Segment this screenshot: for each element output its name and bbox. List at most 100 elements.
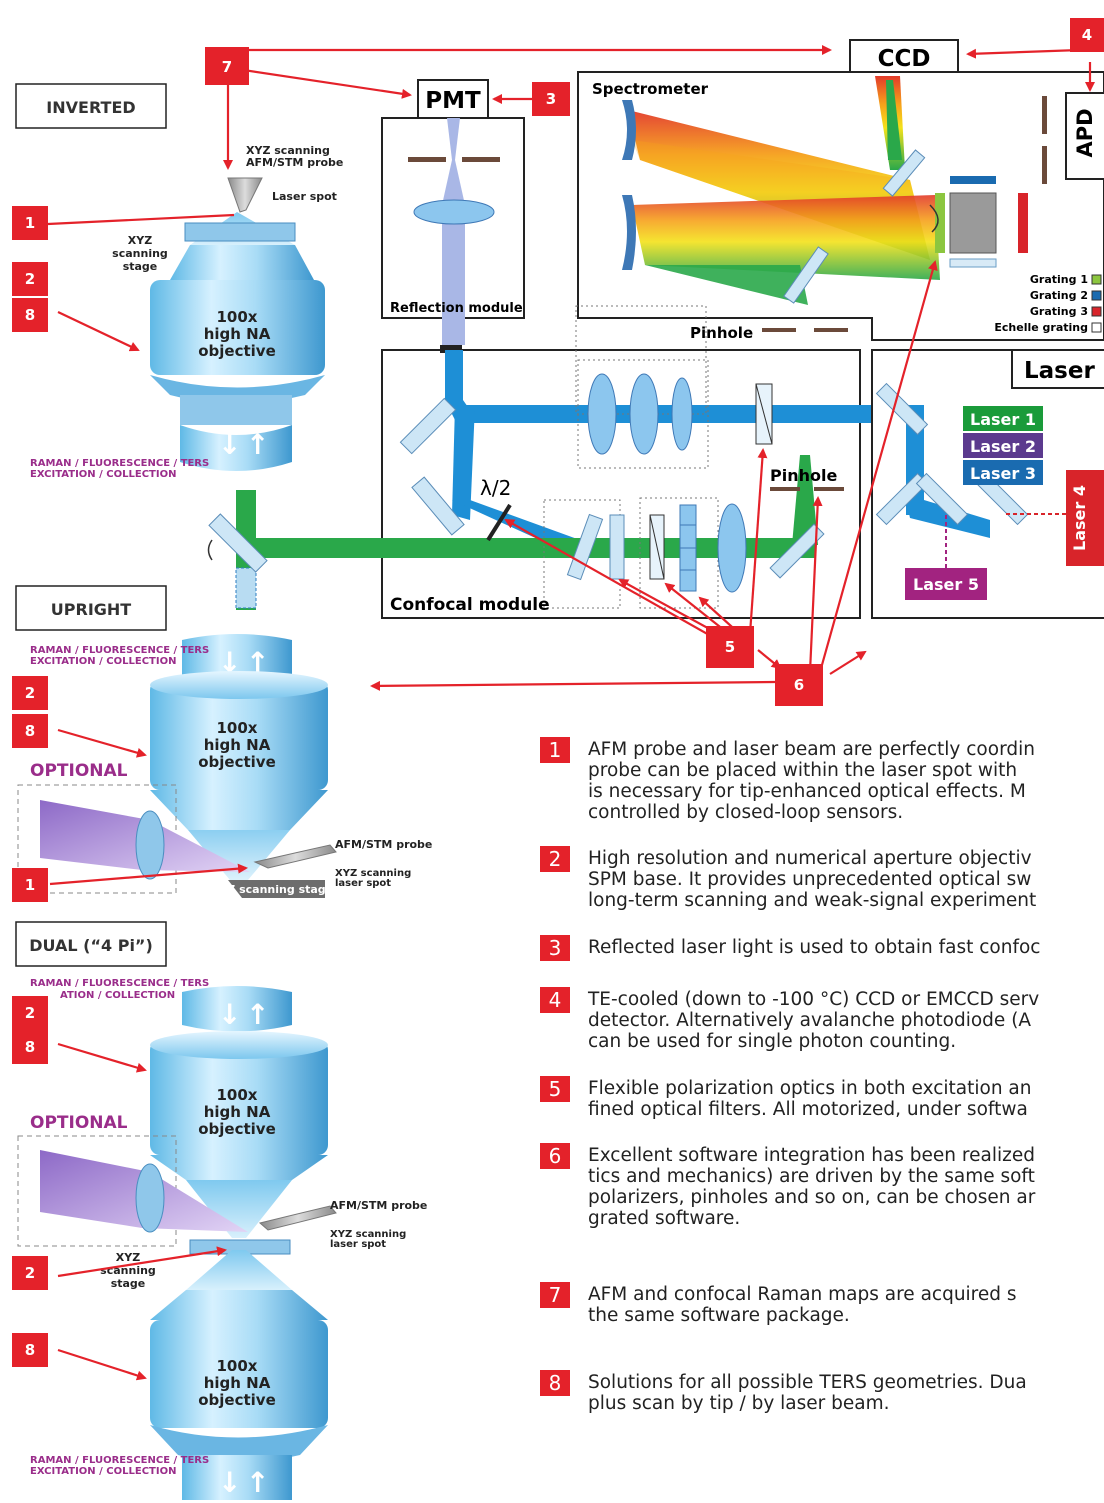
upright-probe-label: AFM/STM probe bbox=[335, 838, 432, 851]
apd-label: APD bbox=[1073, 108, 1097, 157]
legend-number: 8 bbox=[540, 1370, 570, 1396]
svg-text:8: 8 bbox=[25, 722, 35, 740]
spectrometer-label: Spectrometer bbox=[592, 80, 709, 98]
svg-text:↓: ↓ bbox=[218, 646, 241, 679]
mode-dual-label: DUAL (“4 Pi”) bbox=[29, 936, 153, 955]
inv-laser-spot-label: Laser spot bbox=[272, 190, 337, 203]
callout-badges: 7 3 4 1 2 8 5 6 2 8 1 2 8 2 8 bbox=[12, 18, 1104, 1367]
legend-text: TE-cooled (down to -100 °C) CCD or EMCCD… bbox=[588, 989, 1040, 1052]
laser-5 bbox=[905, 568, 987, 600]
legend-text: High resolution and numerical aperture o… bbox=[588, 848, 1037, 911]
svg-text:↑: ↑ bbox=[246, 998, 269, 1031]
optional-upright: OPTIONAL bbox=[17, 761, 250, 894]
svg-text:6: 6 bbox=[794, 676, 804, 694]
legend-number: 3 bbox=[540, 935, 570, 961]
laser-3 bbox=[963, 460, 1043, 485]
laser-module-label: Laser bbox=[1024, 358, 1095, 384]
pinhole-spec-label: Pinhole bbox=[690, 324, 753, 342]
svg-text:2: 2 bbox=[25, 270, 35, 288]
legend-number: 5 bbox=[540, 1076, 570, 1102]
legend-number: 2 bbox=[540, 846, 570, 872]
svg-text:objective: objective bbox=[198, 1391, 276, 1409]
dual-probe-label: AFM/STM probe bbox=[330, 1199, 427, 1212]
svg-text:OPTIONAL: OPTIONAL bbox=[30, 1113, 128, 1133]
svg-text:100x: 100x bbox=[217, 308, 258, 326]
svg-text:↑: ↑ bbox=[246, 428, 269, 461]
svg-text:high NA: high NA bbox=[204, 325, 271, 343]
svg-text:high NA: high NA bbox=[204, 1374, 271, 1392]
laser-4 bbox=[1066, 470, 1104, 566]
svg-text:100x: 100x bbox=[217, 1357, 258, 1375]
ccd-label: CCD bbox=[878, 46, 931, 72]
pmt-label: PMT bbox=[425, 88, 481, 114]
mode-inverted-box bbox=[15, 83, 167, 129]
svg-text:5: 5 bbox=[725, 638, 735, 656]
svg-text:Grating 2: Grating 2 bbox=[1030, 289, 1088, 302]
svg-text:2: 2 bbox=[25, 684, 35, 702]
svg-text:objective: objective bbox=[198, 342, 276, 360]
svg-text:Laser 4: Laser 4 bbox=[1070, 485, 1089, 551]
svg-text:Grating 3: Grating 3 bbox=[1030, 305, 1088, 318]
svg-text:high NA: high NA bbox=[204, 736, 271, 754]
svg-text:Laser 2: Laser 2 bbox=[970, 437, 1036, 456]
svg-text:8: 8 bbox=[25, 306, 35, 324]
legend-text: Solutions for all possible TERS geometri… bbox=[588, 1372, 1027, 1414]
dual-top-objective: ↓ ↑ 100x high NA objective bbox=[150, 986, 337, 1238]
svg-text:Grating 1: Grating 1 bbox=[1030, 273, 1088, 286]
ccd-box bbox=[849, 39, 959, 77]
laser-sources: Laser 1 Laser 2 Laser 3 Laser 4 Laser 5 bbox=[905, 406, 1104, 600]
optional-dual: OPTIONAL bbox=[17, 1113, 248, 1247]
confocal-module-label: Confocal module bbox=[390, 595, 550, 615]
laser-2 bbox=[963, 433, 1043, 458]
svg-text:Laser 1: Laser 1 bbox=[970, 410, 1036, 429]
legend-text: AFM and confocal Raman maps are acquired… bbox=[588, 1284, 1017, 1326]
legend-number: 4 bbox=[540, 987, 570, 1013]
pinhole-conf-label: Pinhole bbox=[770, 466, 837, 485]
mode-upright-label: UPRIGHT bbox=[51, 600, 132, 619]
svg-text:Echelle grating: Echelle grating bbox=[994, 321, 1088, 334]
legend-text: Reflected laser light is used to obtain … bbox=[588, 937, 1041, 958]
svg-text:100x: 100x bbox=[217, 1086, 258, 1104]
dual-bottom-objective: 100x high NA objective ↓ ↑ bbox=[150, 1250, 328, 1500]
inverted-objective: 100x high NA objective ↓ ↑ bbox=[150, 177, 325, 471]
lambda-half-label: λ/2 bbox=[480, 476, 511, 500]
svg-text:100x: 100x bbox=[217, 719, 258, 737]
legend-number: 1 bbox=[540, 737, 570, 763]
svg-text:objective: objective bbox=[198, 753, 276, 771]
svg-text:Laser 5: Laser 5 bbox=[913, 575, 979, 594]
legend-text: Excellent software integration has been … bbox=[588, 1145, 1036, 1229]
svg-text:OPTIONAL: OPTIONAL bbox=[30, 761, 128, 781]
mode-upright-box bbox=[15, 585, 167, 631]
svg-text:7: 7 bbox=[222, 58, 232, 76]
svg-text:high NA: high NA bbox=[204, 1103, 271, 1121]
reflection-module-label: Reflection module bbox=[390, 301, 523, 316]
svg-text:2: 2 bbox=[25, 1264, 35, 1282]
svg-text:1: 1 bbox=[25, 876, 35, 894]
svg-text:↑: ↑ bbox=[246, 646, 269, 679]
svg-text:2: 2 bbox=[25, 1004, 35, 1022]
svg-text:↑: ↑ bbox=[246, 1466, 269, 1499]
legend-text: Flexible polarization optics in both exc… bbox=[588, 1078, 1032, 1120]
laser-1 bbox=[963, 406, 1043, 431]
svg-text:8: 8 bbox=[25, 1341, 35, 1359]
mode-dual-box bbox=[15, 921, 167, 967]
svg-text:Laser 3: Laser 3 bbox=[970, 464, 1036, 483]
svg-text:objective: objective bbox=[198, 1120, 276, 1138]
svg-text:XYZ scanning stage: XYZ scanning stage bbox=[211, 883, 333, 896]
svg-text:8: 8 bbox=[25, 1038, 35, 1056]
apd-box bbox=[1065, 92, 1104, 180]
mode-inverted-label: INVERTED bbox=[46, 98, 135, 117]
grating-legend: Grating 1 Grating 2 Grating 3 Echelle gr… bbox=[994, 273, 1102, 334]
svg-text:↓: ↓ bbox=[218, 998, 241, 1031]
legend-number: 7 bbox=[540, 1282, 570, 1308]
legend-text: AFM probe and laser beam are perfectly c… bbox=[588, 739, 1035, 823]
